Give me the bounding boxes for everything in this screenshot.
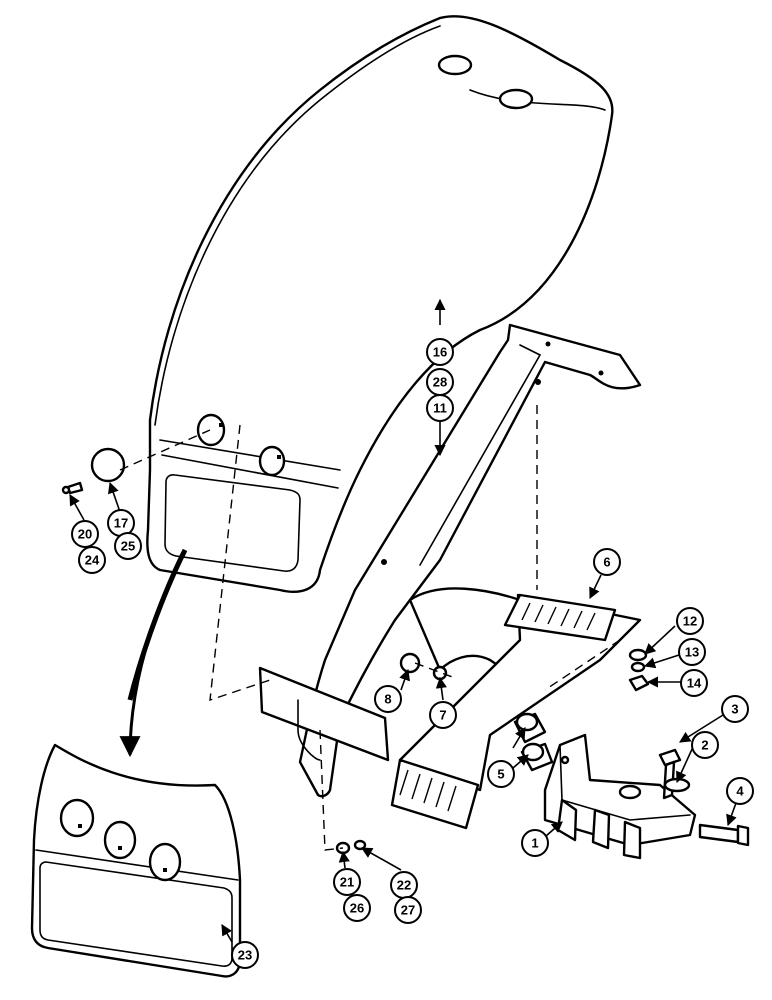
step-assembly: [390, 587, 642, 830]
callout-label: 14: [687, 676, 702, 691]
callout-16: 16: [426, 338, 454, 366]
callout-label: 5: [497, 767, 504, 782]
screw-hole: [118, 846, 122, 850]
lamp-lens-17: [90, 447, 126, 483]
callout-5: 5: [487, 760, 515, 788]
step-tread-lower: [390, 758, 480, 830]
callout-label: 2: [701, 738, 708, 753]
callout-label: 17: [114, 516, 128, 531]
callout-4: 4: [726, 777, 754, 805]
callout-14: 14: [680, 669, 708, 697]
washer-12: [628, 648, 648, 662]
callout-11: 11: [426, 394, 454, 422]
callout-28: 28: [426, 368, 454, 396]
washer-7: [432, 665, 448, 681]
callout-label: 23: [238, 948, 252, 963]
fender-lamp-button: [148, 842, 182, 882]
screw-20: [66, 481, 84, 495]
upper-fender: [146, 15, 614, 593]
callout-label: 24: [85, 553, 100, 568]
fender-support-bracket: [258, 323, 642, 798]
callout-13: 13: [678, 638, 706, 666]
callout-21: 21: [333, 868, 361, 896]
callout-3: 3: [721, 695, 749, 723]
screw-hole: [78, 824, 82, 828]
callout-label: 28: [433, 375, 447, 390]
lower-fender: [30, 743, 242, 978]
callout-8: 8: [374, 685, 402, 713]
callout-1: 1: [521, 829, 549, 857]
callout-label: 11: [433, 401, 447, 416]
nut-22: [353, 839, 367, 851]
lockwasher-13: [630, 661, 646, 673]
callout-label: 1: [531, 836, 538, 851]
bolt-4: [698, 823, 750, 847]
fender-top-button: [498, 88, 534, 110]
callout-2: 2: [691, 731, 719, 759]
callout-7: 7: [429, 701, 457, 729]
callout-label: 6: [603, 555, 610, 570]
callout-12: 12: [676, 607, 704, 635]
callout-17: 17: [107, 509, 135, 537]
callout-label: 27: [401, 903, 415, 918]
callout-label: 26: [350, 901, 364, 916]
callout-6: 6: [593, 548, 621, 576]
fender-transition-arrow: [119, 549, 187, 758]
callout-label: 22: [397, 878, 411, 893]
fender-lamp-button: [196, 413, 226, 447]
screw-hole: [163, 868, 167, 872]
callout-label: 13: [685, 645, 699, 660]
callout-label: 7: [439, 708, 446, 723]
callout-23: 23: [231, 941, 259, 969]
callout-label: 12: [683, 614, 697, 629]
fender-lamp-button: [258, 445, 286, 477]
callout-20: 20: [71, 520, 99, 548]
callout-label: 4: [736, 784, 744, 799]
spacer-8: [399, 652, 421, 674]
screw-hole: [219, 423, 223, 427]
fender-top-button: [437, 54, 473, 76]
callout-label: 21: [340, 875, 354, 890]
callout-label: 8: [384, 692, 391, 707]
callout-label: 3: [731, 702, 738, 717]
nut-14: [628, 674, 650, 692]
callout-27: 27: [394, 896, 422, 924]
callout-label: 20: [78, 527, 92, 542]
fender-lamp-button: [59, 798, 95, 838]
callout-label: 25: [121, 539, 135, 554]
callout-26: 26: [343, 894, 371, 922]
callout-22: 22: [390, 871, 418, 899]
callout-24: 24: [78, 546, 106, 574]
callout-label: 16: [433, 345, 447, 360]
screw-hole: [277, 455, 281, 459]
fender-lamp-button: [103, 820, 137, 860]
callout-25: 25: [114, 532, 142, 560]
